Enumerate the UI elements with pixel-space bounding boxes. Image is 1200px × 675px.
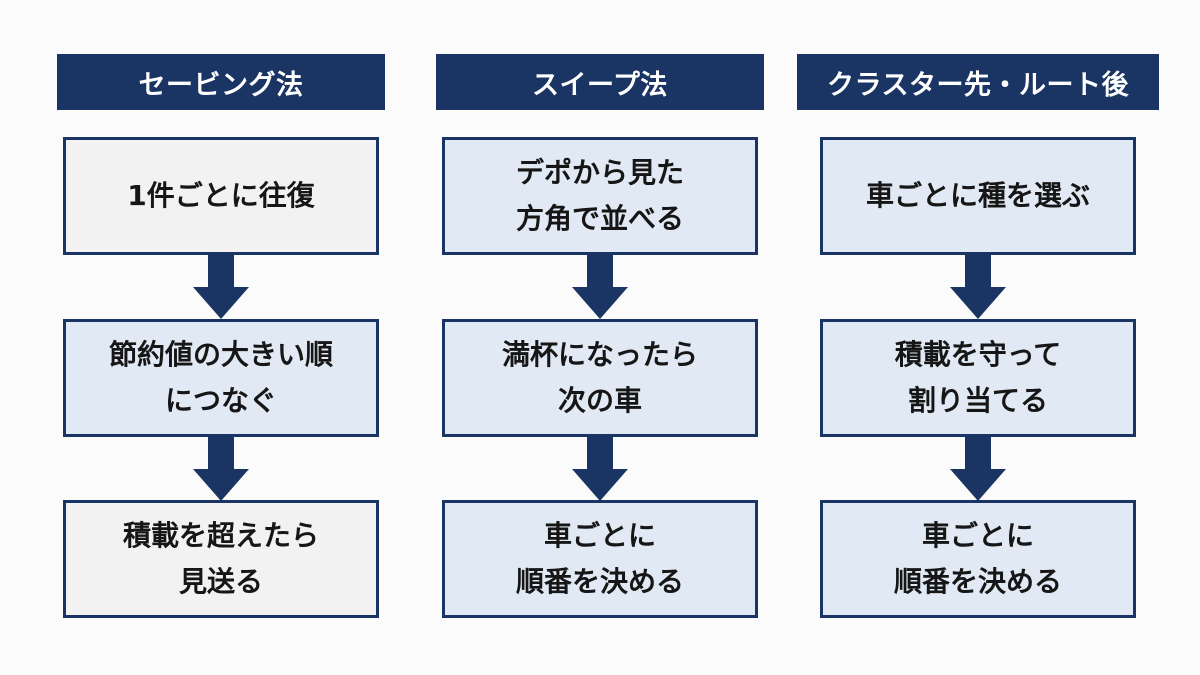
column-cluster-first-route-second: クラスター先・ルート後 車ごとに種を選ぶ 積載を守って 割り当てる 車ごとに 順… xyxy=(797,0,1159,675)
down-arrow-icon xyxy=(572,255,628,319)
step-box: 積載を超えたら 見送る xyxy=(63,500,379,618)
column-sweep-method: スイープ法 デポから見た 方角で並べる 満杯になったら 次の車 車ごとに 順番を… xyxy=(436,0,764,675)
step-box: 車ごとに種を選ぶ xyxy=(820,137,1136,255)
column-header: クラスター先・ルート後 xyxy=(797,54,1159,110)
down-arrow-icon xyxy=(572,437,628,501)
step-box: 満杯になったら 次の車 xyxy=(442,319,758,437)
column-header: スイープ法 xyxy=(436,54,764,110)
step-box: 1件ごとに往復 xyxy=(63,137,379,255)
step-box: 積載を守って 割り当てる xyxy=(820,319,1136,437)
down-arrow-icon xyxy=(193,255,249,319)
step-box: 節約値の大きい順 につなぐ xyxy=(63,319,379,437)
column-header: セービング法 xyxy=(57,54,385,110)
column-saving-method: セービング法 1件ごとに往復 節約値の大きい順 につなぐ 積載を超えたら 見送る xyxy=(57,0,385,675)
step-box: デポから見た 方角で並べる xyxy=(442,137,758,255)
down-arrow-icon xyxy=(950,255,1006,319)
step-box: 車ごとに 順番を決める xyxy=(442,500,758,618)
step-box: 車ごとに 順番を決める xyxy=(820,500,1136,618)
down-arrow-icon xyxy=(950,437,1006,501)
down-arrow-icon xyxy=(193,437,249,501)
